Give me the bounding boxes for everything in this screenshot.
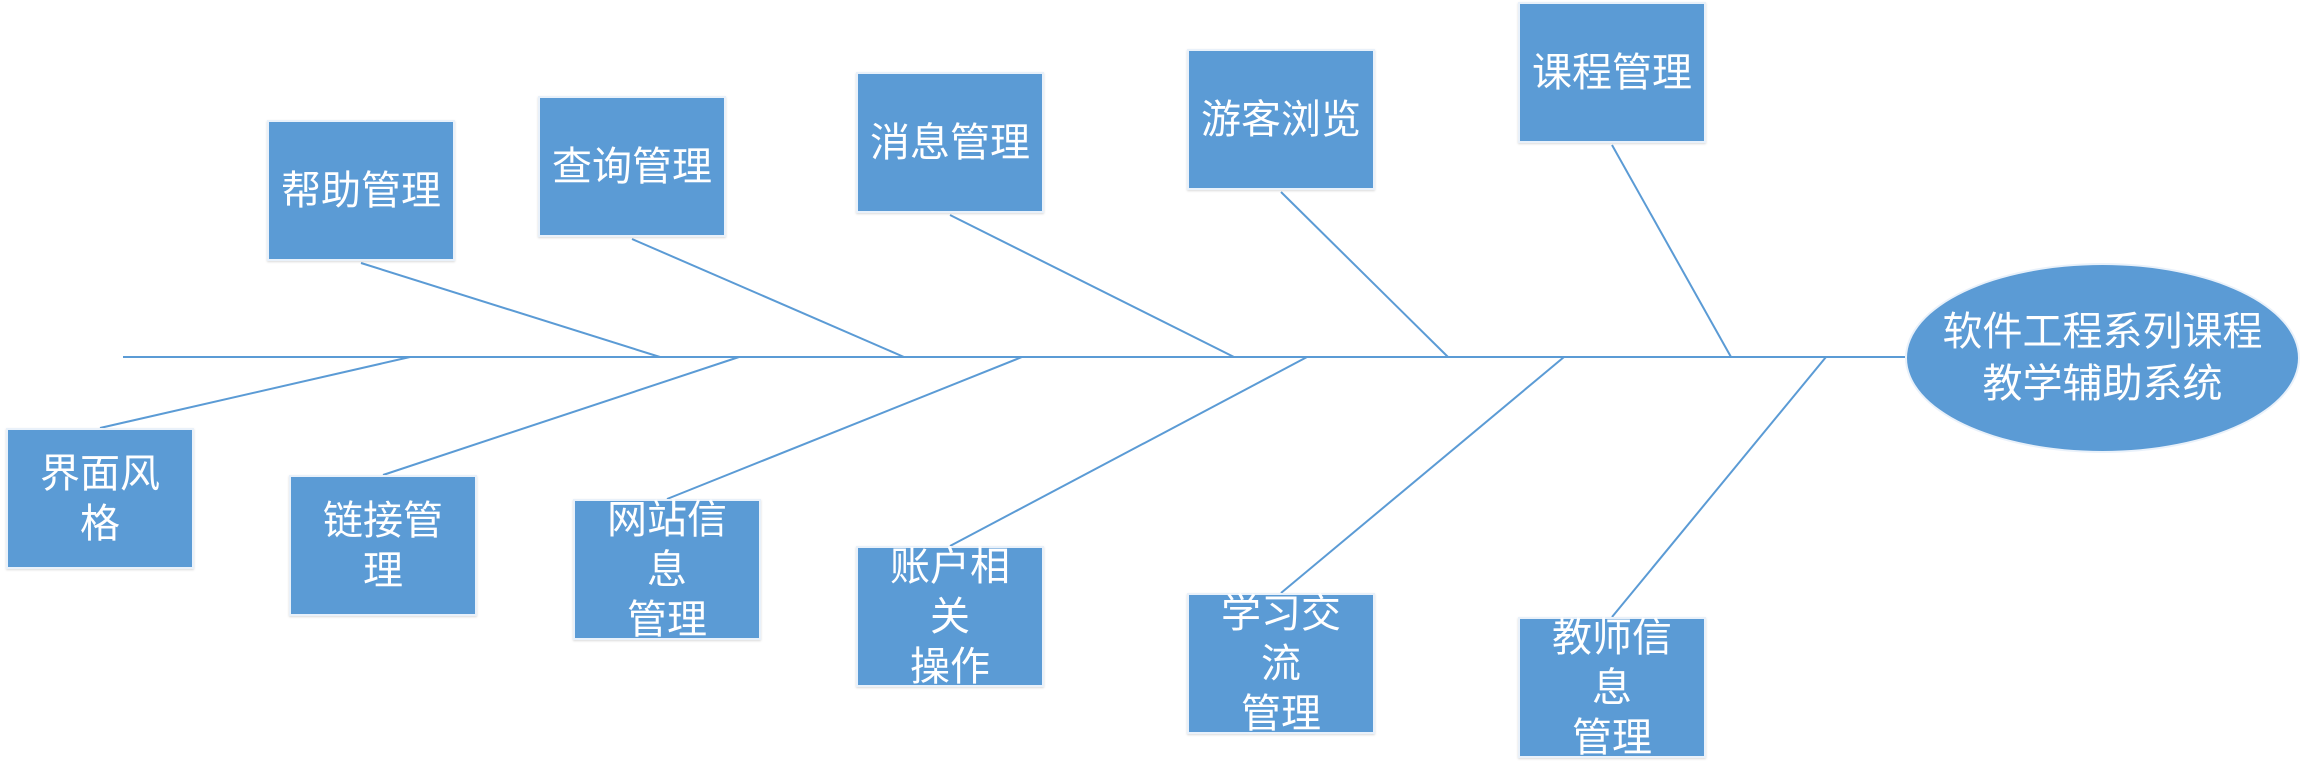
cause-box-bottom-4: 账户相关 操作 xyxy=(856,544,1044,690)
bone-line-7 xyxy=(382,356,740,476)
bone-line-9 xyxy=(949,356,1308,547)
bone-line-1 xyxy=(360,262,661,358)
bone-line-5 xyxy=(1611,144,1732,358)
cause-box-top-5: 课程管理 xyxy=(1518,2,1706,143)
cause-label: 查询管理 xyxy=(552,143,712,190)
bone-line-4 xyxy=(1280,191,1449,358)
cause-box-top-1: 帮助管理 xyxy=(267,120,455,261)
cause-box-top-2: 查询管理 xyxy=(538,96,726,237)
bone-line-3 xyxy=(949,214,1235,358)
cause-box-top-4: 游客浏览 xyxy=(1187,49,1375,190)
cause-label: 游客浏览 xyxy=(1201,96,1361,143)
cause-label-line: 账户相关 xyxy=(890,543,1010,640)
cause-label-line: 学习交流 xyxy=(1221,590,1341,687)
bone-line-6 xyxy=(99,356,411,429)
bone-line-2 xyxy=(631,238,905,358)
bone-line-8 xyxy=(666,356,1023,500)
cause-label-line: 教师信息 xyxy=(1552,614,1672,711)
cause-label-line: 管理 xyxy=(1572,714,1652,761)
cause-label: 课程管理 xyxy=(1532,49,1692,96)
cause-label-line: 管理 xyxy=(1241,690,1321,737)
cause-label: 帮助管理 xyxy=(281,167,441,214)
cause-label-line: 界面风格 xyxy=(40,450,160,547)
cause-label-line: 链接管理 xyxy=(323,497,443,594)
effect-head-line2: 教学辅助系统 xyxy=(1982,361,2223,407)
cause-label-line: 管理 xyxy=(627,596,707,643)
cause-label: 消息管理 xyxy=(870,119,1030,166)
cause-box-bottom-6: 教师信息 管理 xyxy=(1518,615,1706,761)
cause-box-bottom-5: 学习交流 管理 xyxy=(1187,591,1375,737)
cause-box-bottom-3: 网站信息 管理 xyxy=(573,497,761,643)
cause-label-line: 操作 xyxy=(910,643,990,690)
cause-label-line: 网站信息 xyxy=(607,496,727,593)
cause-box-bottom-2: 链接管理 xyxy=(289,475,477,616)
bone-line-11 xyxy=(1611,356,1827,618)
effect-head-ellipse: 软件工程系列课程 教学辅助系统 xyxy=(1905,263,2300,453)
cause-box-top-3: 消息管理 xyxy=(856,72,1044,213)
cause-box-bottom-1: 界面风格 xyxy=(6,428,194,569)
effect-head-line1: 软件工程系列课程 xyxy=(1942,309,2263,355)
bone-line-10 xyxy=(1280,356,1565,594)
